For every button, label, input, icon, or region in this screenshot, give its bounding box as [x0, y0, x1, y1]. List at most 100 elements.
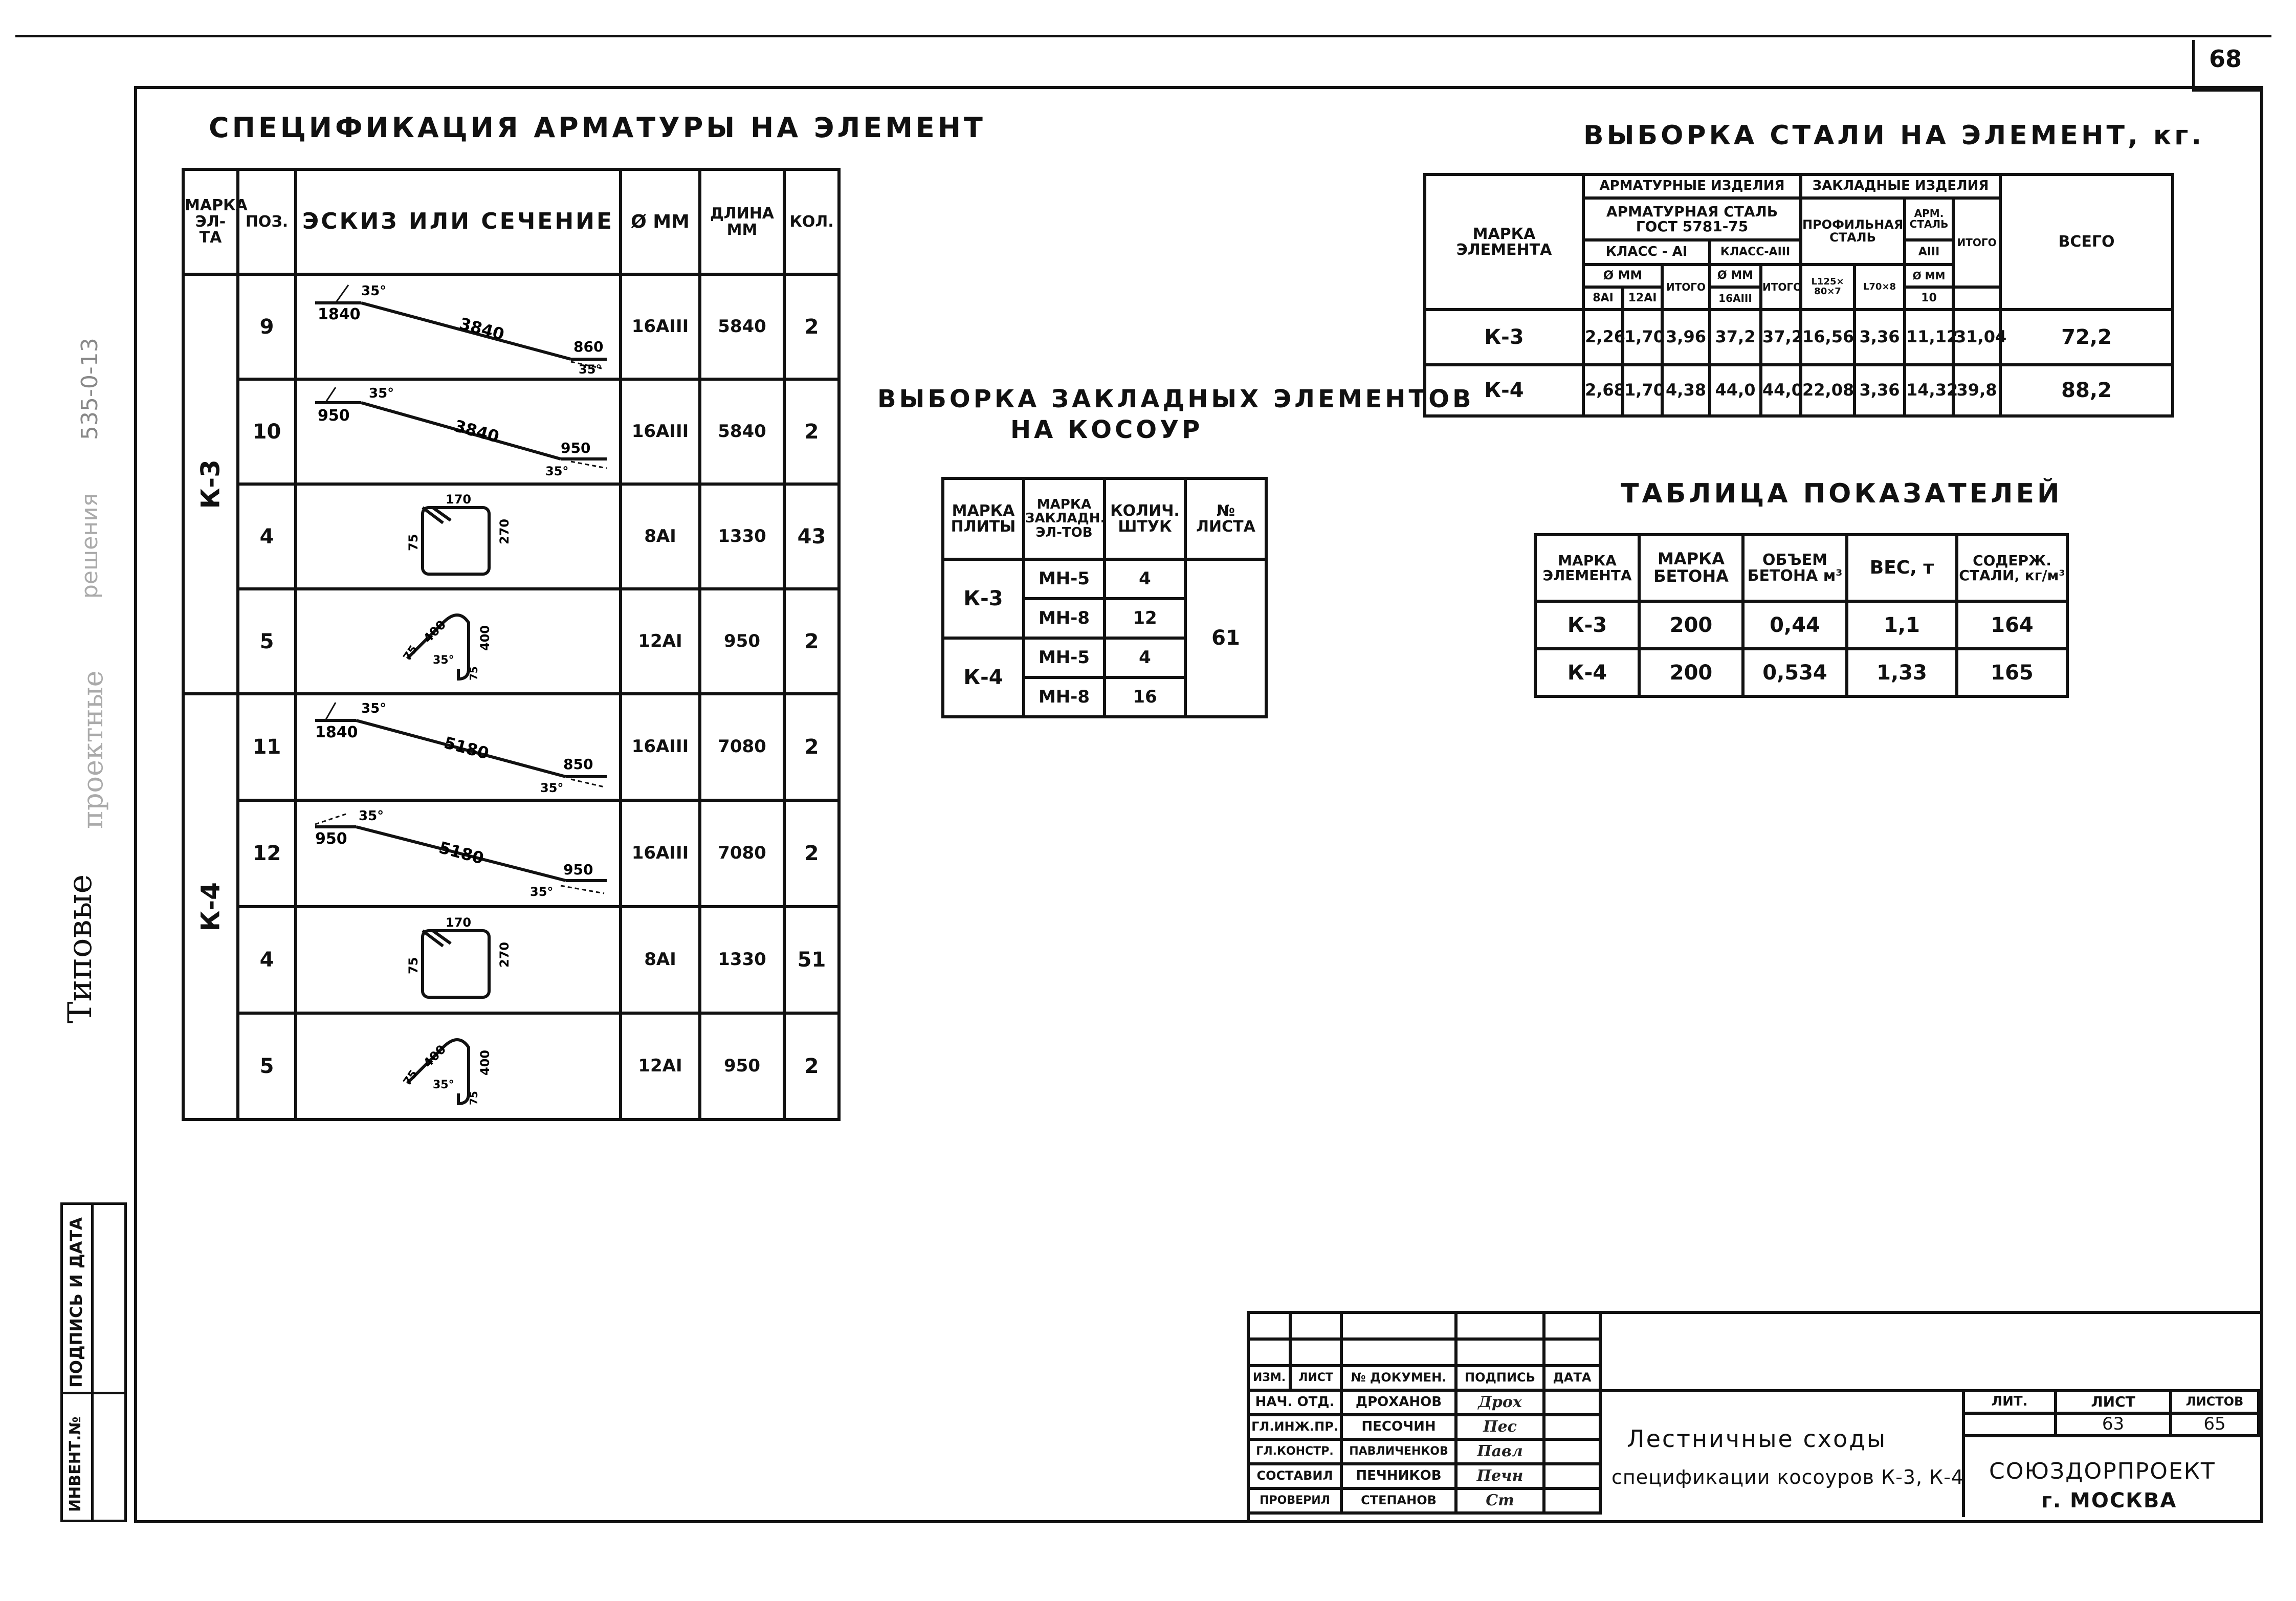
steel-cell: 2,68 [1582, 363, 1625, 418]
tb-name: ПЕЧНИКОВ [1340, 1462, 1458, 1490]
tb-empty-cell [1247, 1337, 1292, 1367]
indicators-volume: 0,534 [1741, 647, 1848, 698]
series-word-3: решения [77, 493, 103, 599]
steel-header-arm: АРМ. СТАЛЬ [1903, 196, 1955, 242]
embedded-item: МН-8 [1022, 676, 1106, 718]
bar-left-dim: 950 [318, 407, 350, 425]
spec-qty: 2 [783, 1012, 841, 1121]
spec-length: 5840 [698, 378, 786, 486]
spec-diam: 8АI [619, 483, 701, 590]
tb-sheet-label: ЛИСТ [2054, 1389, 2172, 1415]
steel-cell: 14,32 [1903, 363, 1958, 418]
embedded-table-title-2: НА КОСОУР [1010, 415, 1203, 444]
indicators-mark: К-4 [1534, 647, 1641, 698]
embedded-table-title-1: ВЫБОРКА ЗАКЛАДНЫХ ЭЛЕМЕНТОВ [877, 385, 1474, 413]
spec-length: 7080 [698, 692, 786, 802]
embedded-item: МН-5 [1022, 637, 1106, 679]
spec-table-title: СПЕЦИФИКАЦИЯ АРМАТУРЫ НА ЭЛЕМЕНТ [209, 112, 986, 144]
spec-diam: 12АI [619, 587, 701, 695]
drawing-frame [134, 86, 2263, 1523]
hook-angle: 35° [433, 654, 454, 667]
bent-bar-sketch: 950 35° 3840 950 35° [315, 386, 607, 478]
tb-doc-divider [1962, 1389, 1965, 1517]
embedded-row: К-4 МН-5 4 [941, 637, 1266, 718]
tb-empty-cell [1247, 1311, 1292, 1341]
sheet-number: 68 [2209, 45, 2242, 73]
tb-person-row: НАЧ. ОТД. ДРОХАНОВ Дрох [1247, 1389, 1602, 1416]
indicators-header-weight: ВЕС, т [1845, 533, 1958, 603]
spec-row: 5 75 400 35° 400 75 12АI 950 2 [183, 1012, 841, 1121]
tb-sheet-table: ЛИТ. ЛИСТ ЛИСТОВ 63 65 [1962, 1389, 2260, 1437]
inventory-number-label: ИНВЕНТ.№ [67, 1416, 84, 1512]
spec-header-row: МАРКА ЭЛ-ТА ПОЗ. ЭСКИЗ ИЛИ СЕЧЕНИЕ Ø ММ … [182, 168, 841, 276]
tb-doc-title-1: Лестничные сходы [1627, 1425, 1887, 1453]
steel-header-mark: МАРКА ЭЛЕМЕНТА [1423, 173, 1585, 311]
embedded-qty: 12 [1103, 597, 1187, 640]
spec-diam: 16АIII [619, 273, 701, 381]
steel-header-d8: 8АI [1582, 286, 1624, 311]
steel-table: МАРКА ЭЛЕМЕНТА АРМАТУРНЫЕ ИЗДЕЛИЯ ЗАКЛАД… [1423, 173, 2175, 418]
tb-name: ПЕСОЧИН [1340, 1413, 1458, 1441]
steel-cell: 44,0 [1708, 363, 1762, 418]
indicators-header-volume: ОБЪЕМ БЕТОНА м³ [1741, 533, 1848, 603]
indicators-steel: 165 [1955, 647, 2069, 698]
signature-date-label: ПОДПИСЬ И ДАТА [67, 1217, 86, 1388]
steel-header-row: 8АI 12АI 16АIII 10 [1425, 286, 2173, 311]
steel-header-d12: 12АI [1621, 286, 1664, 311]
embedded-qty: 16 [1103, 676, 1187, 718]
tb-date [1542, 1487, 1602, 1515]
bar-angle: 35° [361, 283, 386, 299]
tb-top-rule [1599, 1389, 2257, 1392]
hook-d-dim: 75 [468, 1091, 480, 1105]
tb-signature: Печн [1454, 1462, 1546, 1490]
spec-diam: 8АI [619, 905, 701, 1015]
steel-total: 88,2 [1999, 363, 2175, 418]
indicators-weight: 1,33 [1845, 647, 1958, 698]
steel-cell: 1,70 [1621, 308, 1665, 366]
steel-header-itogo-embedded: ИТОГО [1951, 196, 2002, 289]
embedded-header-sheet: № ЛИСТА [1184, 477, 1268, 561]
steel-cell: 3,36 [1853, 363, 1906, 418]
steel-cell: 39,8 [1951, 363, 2002, 418]
steel-header-d10: 10 [1903, 286, 1955, 311]
embedded-mark: К-4 [941, 637, 1025, 718]
steel-cell: 4,38 [1661, 363, 1711, 418]
spec-row: К-4 11 1840 35° 5180 850 35° 16АIII 7080… [182, 692, 841, 1121]
indicators-volume: 0,44 [1741, 600, 1848, 650]
spec-pos: 5 [236, 1012, 297, 1121]
sketch-hook: 75 400 35° 400 75 [294, 1012, 622, 1121]
tb-sheet-value: 63 [2054, 1412, 2172, 1437]
spec-row: 4 75 170 270 8АI 1330 51 [183, 905, 841, 1015]
spec-pos: 10 [236, 378, 297, 486]
spec-diam: 16АIII [619, 378, 701, 486]
spec-row: 5 75 400 35° 400 75 12АI 950 2 [183, 587, 841, 695]
hook-c-dim: 400 [478, 1050, 492, 1076]
tb-role: НАЧ. ОТД. [1247, 1389, 1343, 1416]
bar-left-dim: 1840 [318, 305, 361, 323]
embedded-table: МАРКА ПЛИТЫ МАРКА ЗАКЛАДН. ЭЛ-ТОВ КОЛИЧ.… [941, 477, 1268, 718]
sketch-bar: 1840 35° 5180 850 35° [294, 692, 622, 802]
steel-cell: 3,36 [1853, 308, 1906, 366]
indicators-row: К-4 200 0,534 1,33 165 [1534, 647, 2069, 698]
stirrup-sketch: 75 170 270 [406, 915, 512, 999]
tb-col-header: ЛИСТ [1289, 1364, 1343, 1392]
hook-angle: 35° [433, 1079, 454, 1091]
indicators-row: К-3 200 0,44 1,1 164 [1534, 600, 2069, 650]
tb-signature: Павл [1454, 1438, 1546, 1465]
steel-cell: 2,26 [1582, 308, 1625, 366]
tb-signature: Пес [1454, 1413, 1546, 1441]
steel-total: 72,2 [1999, 308, 2175, 366]
title-block-signature-table: ИЗМ. ЛИСТ № ДОКУМЕН. ПОДПИСЬ ДАТА НАЧ. О… [1247, 1311, 1602, 1515]
bar-left-dim: 950 [315, 830, 347, 848]
spec-qty: 2 [783, 692, 841, 802]
bent-bar-sketch: 1840 35° 3840 860 35° [315, 283, 607, 377]
tb-empty-cell [1340, 1311, 1458, 1341]
steel-cell: 44,0 [1759, 363, 1803, 418]
steel-header-itogo-a1: ИТОГО [1661, 263, 1711, 311]
spec-length: 950 [698, 587, 786, 695]
indicators-table: МАРКА ЭЛЕМЕНТА МАРКА БЕТОНА ОБЪЕМ БЕТОНА… [1534, 533, 2069, 698]
indicators-header-steel: СОДЕРЖ. СТАЛИ, кг/м³ [1955, 533, 2069, 603]
bar-mid-dim: 3840 [457, 314, 506, 344]
tb-person-row: ПРОВЕРИЛ СТЕПАНОВ Ст [1247, 1487, 1602, 1515]
tb-empty-cell [1289, 1311, 1343, 1341]
